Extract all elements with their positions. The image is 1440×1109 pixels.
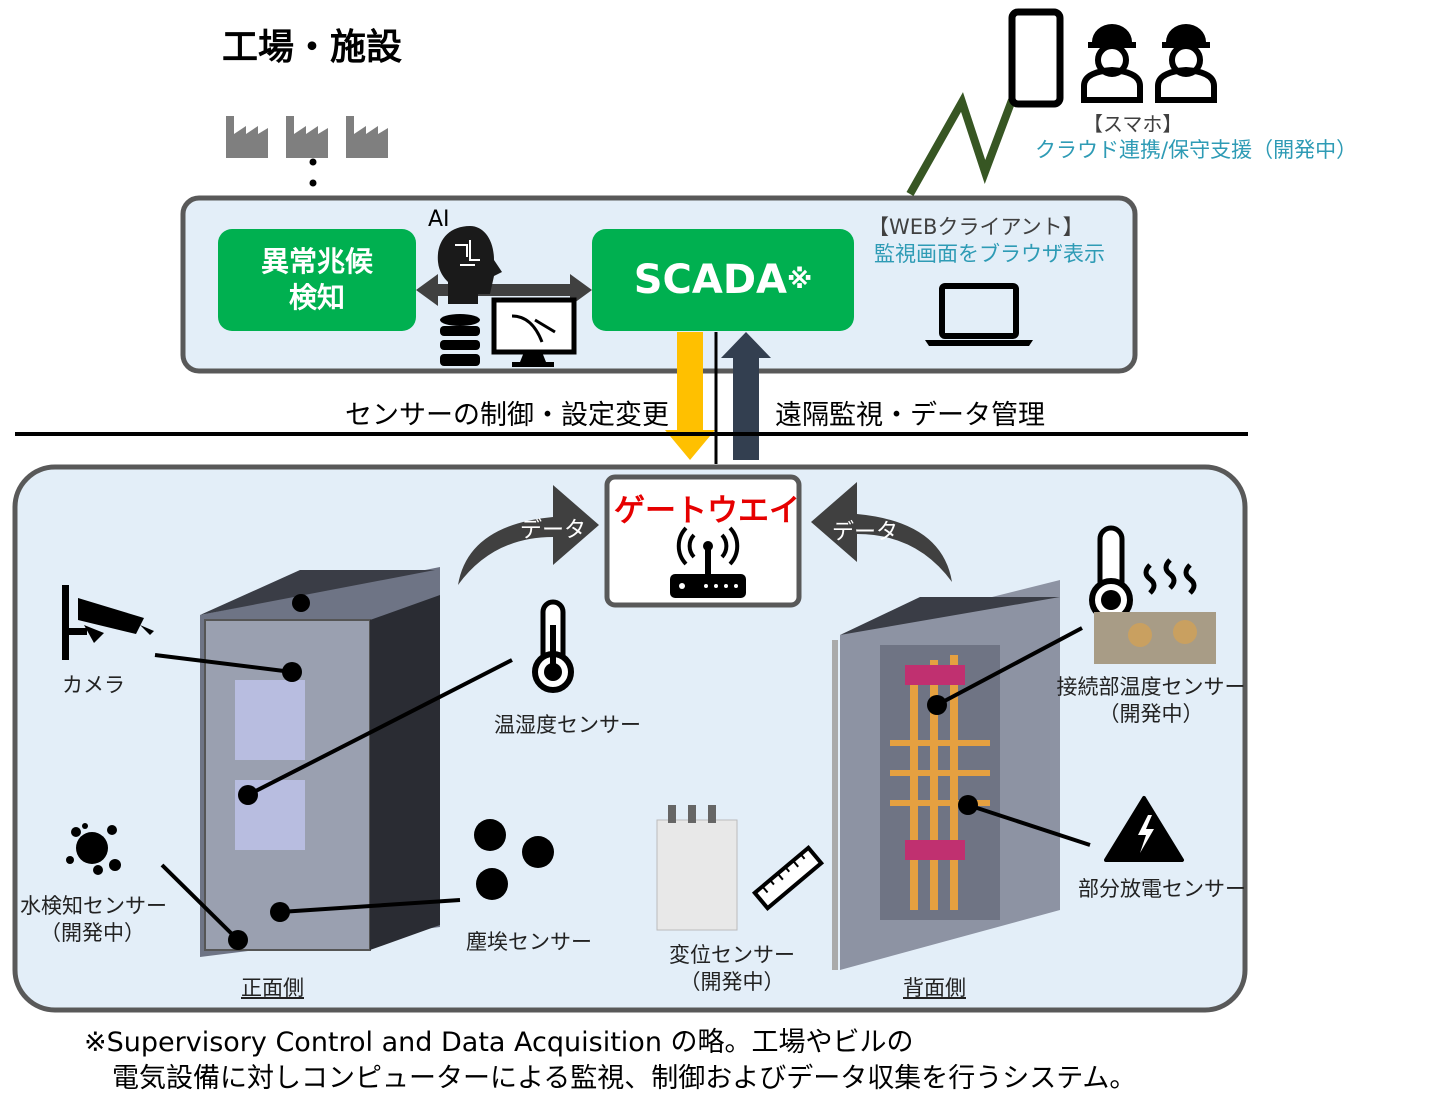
web-client-heading: 【WEBクライアント】 bbox=[868, 215, 1084, 239]
water-sensor-name: 水検知センサー bbox=[20, 894, 167, 918]
camera-label: カメラ bbox=[62, 673, 125, 697]
monitor-chart-icon bbox=[491, 297, 577, 367]
joint-thermometer-icon bbox=[1089, 525, 1133, 622]
factory-icon bbox=[286, 116, 328, 158]
laptop-icon bbox=[925, 283, 1033, 346]
back-cabinet bbox=[832, 580, 1060, 970]
back-side-label: 背面側 bbox=[903, 976, 966, 1000]
data-label-left: データ bbox=[520, 518, 587, 543]
joint-temp-sensor-status: （開発中） bbox=[1098, 702, 1204, 726]
joint-temp-sensor-name: 接続部温度センサー bbox=[1056, 675, 1246, 699]
sensor-pointers bbox=[154, 626, 1091, 942]
curved-arrow-left bbox=[458, 485, 599, 585]
worker-icon bbox=[1155, 24, 1217, 103]
ai-label: AI bbox=[428, 207, 450, 232]
displacement-sensor-name: 変位センサー bbox=[669, 943, 795, 967]
dust-sensor-label: 塵埃センサー bbox=[466, 930, 592, 954]
anomaly-detection-box: 異常兆候検知 bbox=[218, 229, 416, 331]
curved-arrow-right bbox=[811, 482, 952, 582]
dust-icon bbox=[474, 819, 554, 900]
control-flow-label: センサーの制御・設定変更 bbox=[345, 400, 669, 431]
water-splash-icon bbox=[66, 823, 121, 875]
water-sensor-status: （開発中） bbox=[40, 921, 145, 945]
smartphone-icon bbox=[1008, 8, 1064, 108]
busbar-joint-photo bbox=[1094, 612, 1216, 664]
footnote-line2: 電気設備に対しコンピューターによる監視、制御およびデータ収集を行うシステム。 bbox=[112, 1063, 1137, 1094]
gateway-label: ゲートウエイ bbox=[614, 493, 800, 529]
front-side-label: 正面側 bbox=[241, 976, 304, 1000]
displacement-sensor-device bbox=[656, 805, 738, 931]
database-icon bbox=[440, 314, 480, 366]
data-label-right: データ bbox=[832, 520, 899, 545]
displacement-sensor-status: （開発中） bbox=[679, 970, 785, 994]
smartphone-heading: 【スマホ】 bbox=[1083, 112, 1183, 136]
displacement-sensor-label: 変位センサー （開発中） bbox=[668, 942, 796, 996]
anomaly-line2: 検知 bbox=[288, 281, 345, 314]
monitoring-flow-label: 遠隔監視・データ管理 bbox=[775, 400, 1045, 431]
footnote-line1: ※Supervisory Control and Data Acquisitio… bbox=[84, 1027, 914, 1058]
factory-icons bbox=[226, 116, 388, 187]
factory-icon bbox=[346, 116, 388, 158]
arrow-down-control bbox=[665, 332, 715, 460]
anomaly-line1: 異常兆候 bbox=[260, 245, 373, 278]
scada-box: SCADA※ bbox=[592, 229, 854, 331]
router-icon bbox=[670, 526, 746, 598]
gateway-box bbox=[604, 474, 802, 608]
temp-humidity-label: 温湿度センサー bbox=[494, 713, 641, 737]
smartphone-desc: クラウド連携/保守支援（開発中） bbox=[1035, 138, 1358, 162]
scada-footnote-mark: ※ bbox=[787, 265, 813, 295]
page-title: 工場・施設 bbox=[222, 27, 403, 68]
water-sensor-label: 水検知センサー （開発中） bbox=[20, 893, 167, 947]
worker-icon bbox=[1081, 24, 1143, 103]
heat-waves-icon bbox=[1143, 558, 1197, 595]
double-arrow-icon bbox=[416, 274, 592, 306]
factory-icon bbox=[226, 116, 268, 158]
thermometer-icon bbox=[532, 599, 574, 693]
camera-icon bbox=[62, 585, 154, 660]
scada-label: SCADA bbox=[633, 257, 787, 303]
web-client-desc: 監視画面をブラウザ表示 bbox=[874, 242, 1105, 266]
front-cabinet bbox=[200, 567, 440, 957]
joint-temp-sensor-label: 接続部温度センサー （開発中） bbox=[1056, 674, 1246, 728]
wireless-link bbox=[906, 92, 1016, 196]
partial-discharge-label: 部分放電センサー bbox=[1078, 877, 1246, 901]
high-voltage-warning-icon bbox=[1104, 796, 1184, 862]
ruler-icon bbox=[751, 845, 825, 911]
arrow-up-monitoring bbox=[721, 332, 771, 460]
